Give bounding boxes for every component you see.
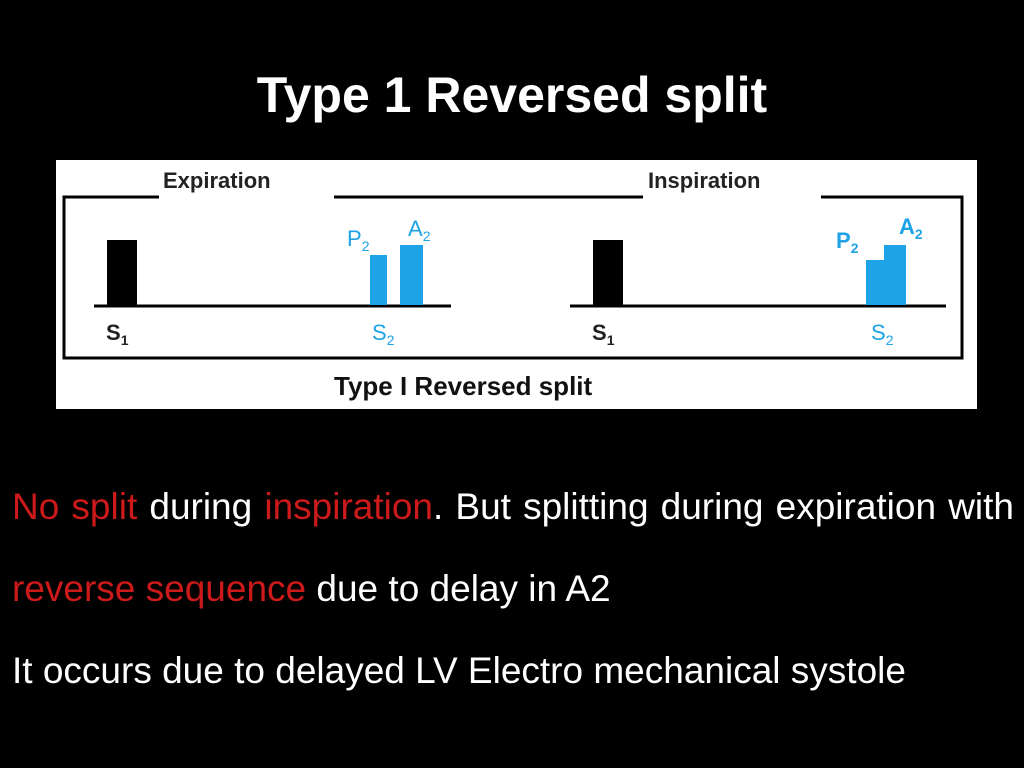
inspiration-p2-label: P2 (836, 228, 859, 256)
body-text-segment: due to delay in A2 (306, 568, 611, 609)
reverse-sequence-highlight: reverse sequence (12, 568, 307, 609)
expiration-p2-bar (370, 255, 387, 305)
expiration-a2-bar (400, 245, 423, 305)
inspiration-s1-label: S1 (592, 320, 615, 348)
expiration-s1-label: S1 (106, 320, 129, 348)
body-text-segment: during (137, 486, 265, 527)
inspiration-a2-label: A2 (899, 214, 923, 242)
body-paragraph-2: It occurs due to delayed LV Electro mech… (12, 650, 906, 691)
expiration-label: Expiration (163, 168, 271, 193)
expiration-p2-label: P2 (347, 226, 370, 254)
heart-sound-diagram: Expiration Inspiration P2 A2 P2 A2 S1 S2… (56, 160, 977, 409)
inspiration-label-gap (643, 190, 821, 204)
body-text-segment: . But splitting during expiration with (433, 486, 1014, 527)
no-split-highlight: No split (12, 486, 138, 527)
slide-body: No split during inspiration. But splitti… (12, 466, 1014, 712)
inspiration-s2-fused-bar (866, 245, 906, 305)
inspiration-s2-label: S2 (871, 320, 894, 348)
slide-title: Type 1 Reversed split (256, 67, 768, 123)
inspiration-label: Inspiration (648, 168, 760, 193)
inspiration-highlight: inspiration (264, 486, 433, 527)
inspiration-s1-bar (593, 240, 623, 305)
body-paragraph-1: No split during inspiration. But splitti… (12, 466, 1014, 630)
diagram-svg: Expiration Inspiration P2 A2 P2 A2 S1 S2… (62, 168, 964, 401)
diagram-frame (62, 195, 964, 360)
diagram-caption: Type I Reversed split (334, 371, 593, 401)
expiration-a2-label: A2 (408, 216, 431, 244)
expiration-s1-bar (107, 240, 137, 305)
expiration-label-gap (159, 190, 334, 204)
expiration-s2-label: S2 (372, 320, 395, 348)
